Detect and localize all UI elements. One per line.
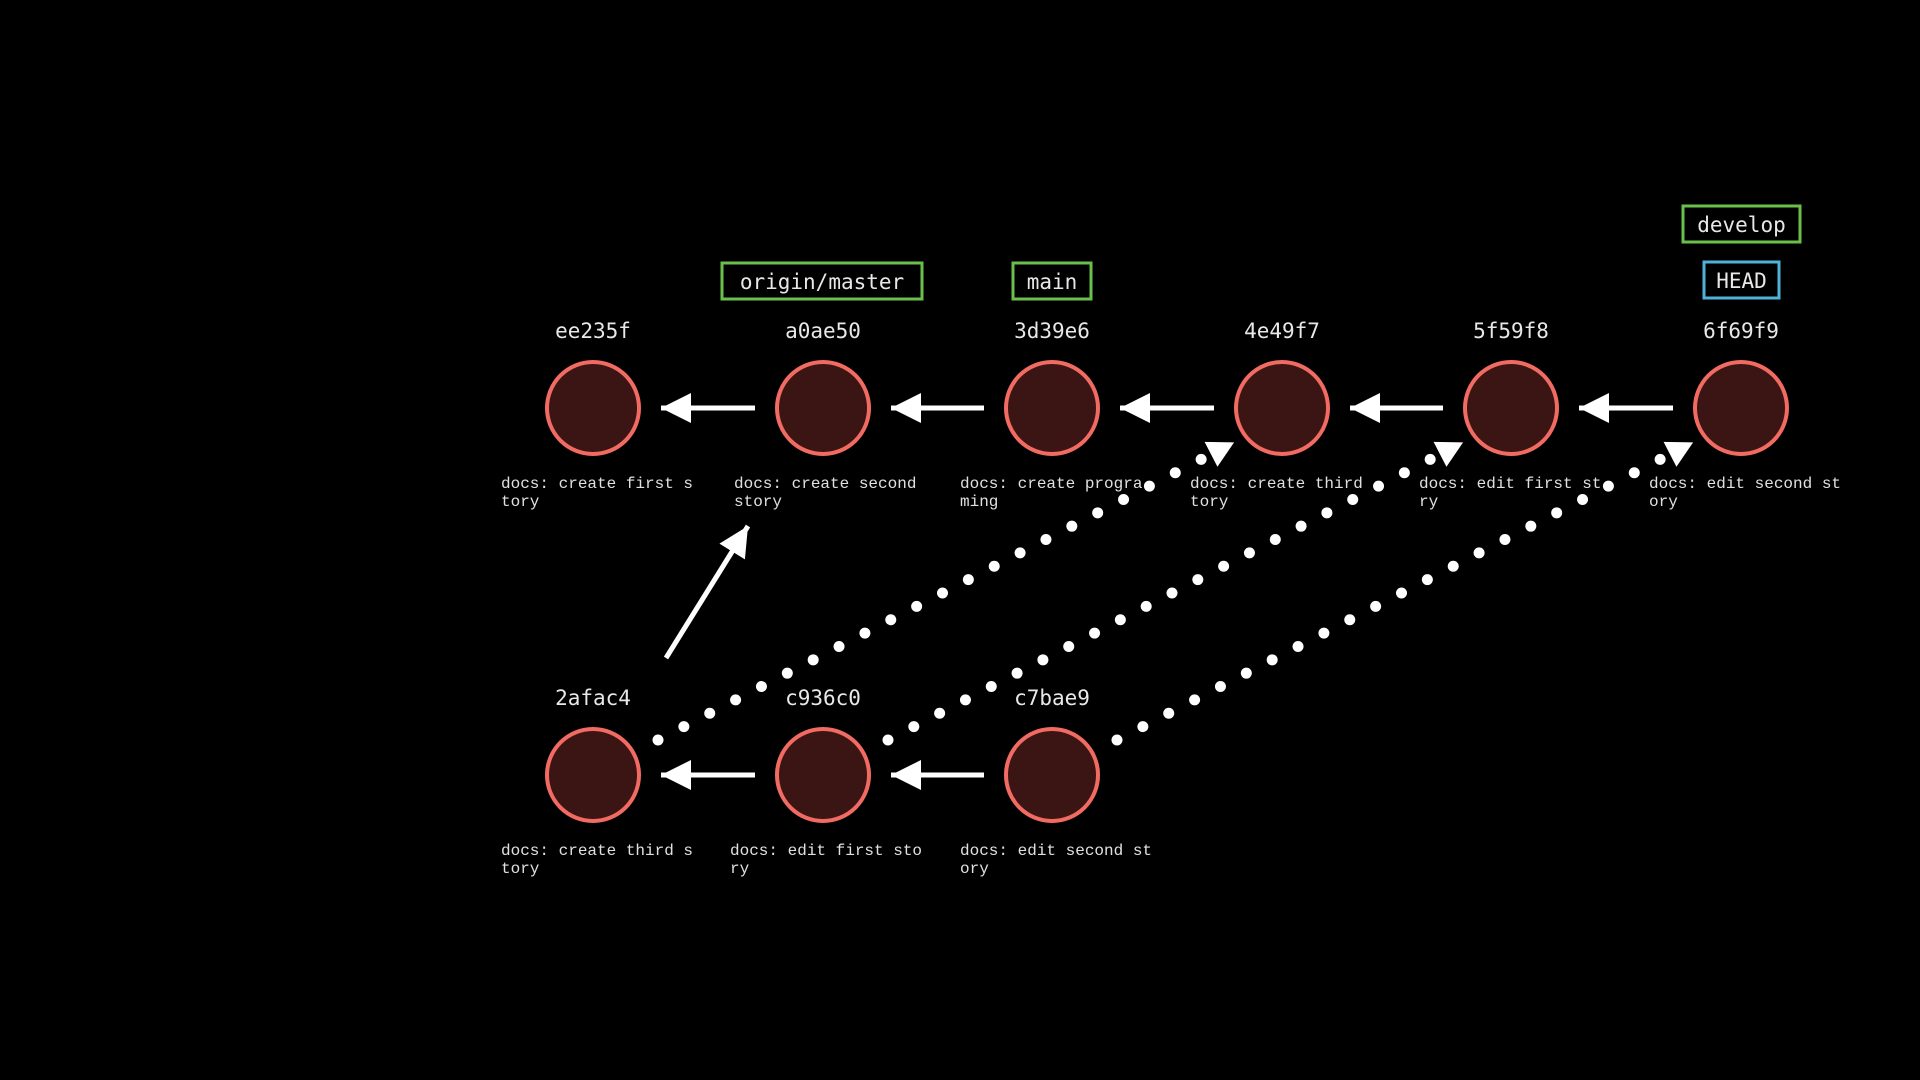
commit-node[interactable] [1463, 360, 1559, 456]
commit-message-line: ming [960, 493, 998, 511]
commit-hash: 5f59f8 [1473, 319, 1549, 343]
commit-message-line: ry [730, 860, 750, 878]
ref-label-text: origin/master [740, 270, 904, 294]
commit-message-line: docs: edit first st [1419, 475, 1601, 493]
commit-message-line: ory [1649, 493, 1678, 511]
ref-label-text: develop [1697, 213, 1786, 237]
commit-message-line: docs: create third [1190, 475, 1363, 493]
commit-message-line: docs: edit second st [1649, 475, 1841, 493]
commit-message-line: tory [501, 493, 540, 511]
commit-message-line: ory [960, 860, 989, 878]
branch-label-main[interactable]: main [1011, 261, 1093, 301]
commit-message-line: tory [1190, 493, 1229, 511]
rebase-arrow-2afac4-4e49f7 [652, 441, 1235, 746]
commit-message-line: docs: create third s [501, 842, 693, 860]
commit-hash: 2afac4 [555, 686, 631, 710]
rebase-arrow-c7bae9-6f69f9 [1111, 441, 1694, 746]
parent-arrow-2afac4-a0ae50 [663, 524, 751, 660]
commit-hash: ee235f [555, 319, 631, 343]
commit-message-line: docs: create first s [501, 475, 693, 493]
commit-hash: 3d39e6 [1014, 319, 1090, 343]
commit-message-line: story [734, 493, 782, 511]
commit-hash: c7bae9 [1014, 686, 1090, 710]
head-label[interactable]: HEAD [1702, 260, 1781, 300]
commit-node[interactable] [1693, 360, 1789, 456]
commit-message-line: docs: create second [734, 475, 916, 493]
commit-6f69f9[interactable]: 6f69f9 docs: edit second story [1649, 319, 1841, 511]
commit-message-line: docs: edit second st [960, 842, 1152, 860]
commit-message-line: docs: edit first sto [730, 842, 922, 860]
commit-2afac4[interactable]: 2afac4 docs: create third story [501, 686, 693, 878]
rebase-arrow-c936c0-5f59f8 [882, 441, 1464, 746]
commit-hash: 6f69f9 [1703, 319, 1779, 343]
commit-message-line: docs: create progra [960, 475, 1143, 493]
ref-label-text: HEAD [1716, 269, 1767, 293]
commit-node[interactable] [1004, 727, 1100, 823]
ref-label-text: main [1027, 270, 1078, 294]
commit-node[interactable] [1004, 360, 1100, 456]
commit-node[interactable] [775, 727, 871, 823]
branch-label-origin-master[interactable]: origin/master [720, 261, 924, 301]
branch-label-develop[interactable]: develop [1681, 204, 1802, 244]
commit-node[interactable] [545, 360, 641, 456]
commit-ee235f[interactable]: ee235f docs: create first story [501, 319, 693, 511]
commit-c936c0[interactable]: c936c0 docs: edit first story [730, 686, 922, 878]
commit-hash: 4e49f7 [1244, 319, 1320, 343]
commit-node[interactable] [1234, 360, 1330, 456]
commit-message-line: ry [1419, 493, 1439, 511]
commit-hash: a0ae50 [785, 319, 861, 343]
commit-hash: c936c0 [785, 686, 861, 710]
commit-node[interactable] [545, 727, 641, 823]
commit-message-line: tory [501, 860, 540, 878]
commit-c7bae9[interactable]: c7bae9 docs: edit second story [960, 686, 1152, 878]
commit-node[interactable] [775, 360, 871, 456]
